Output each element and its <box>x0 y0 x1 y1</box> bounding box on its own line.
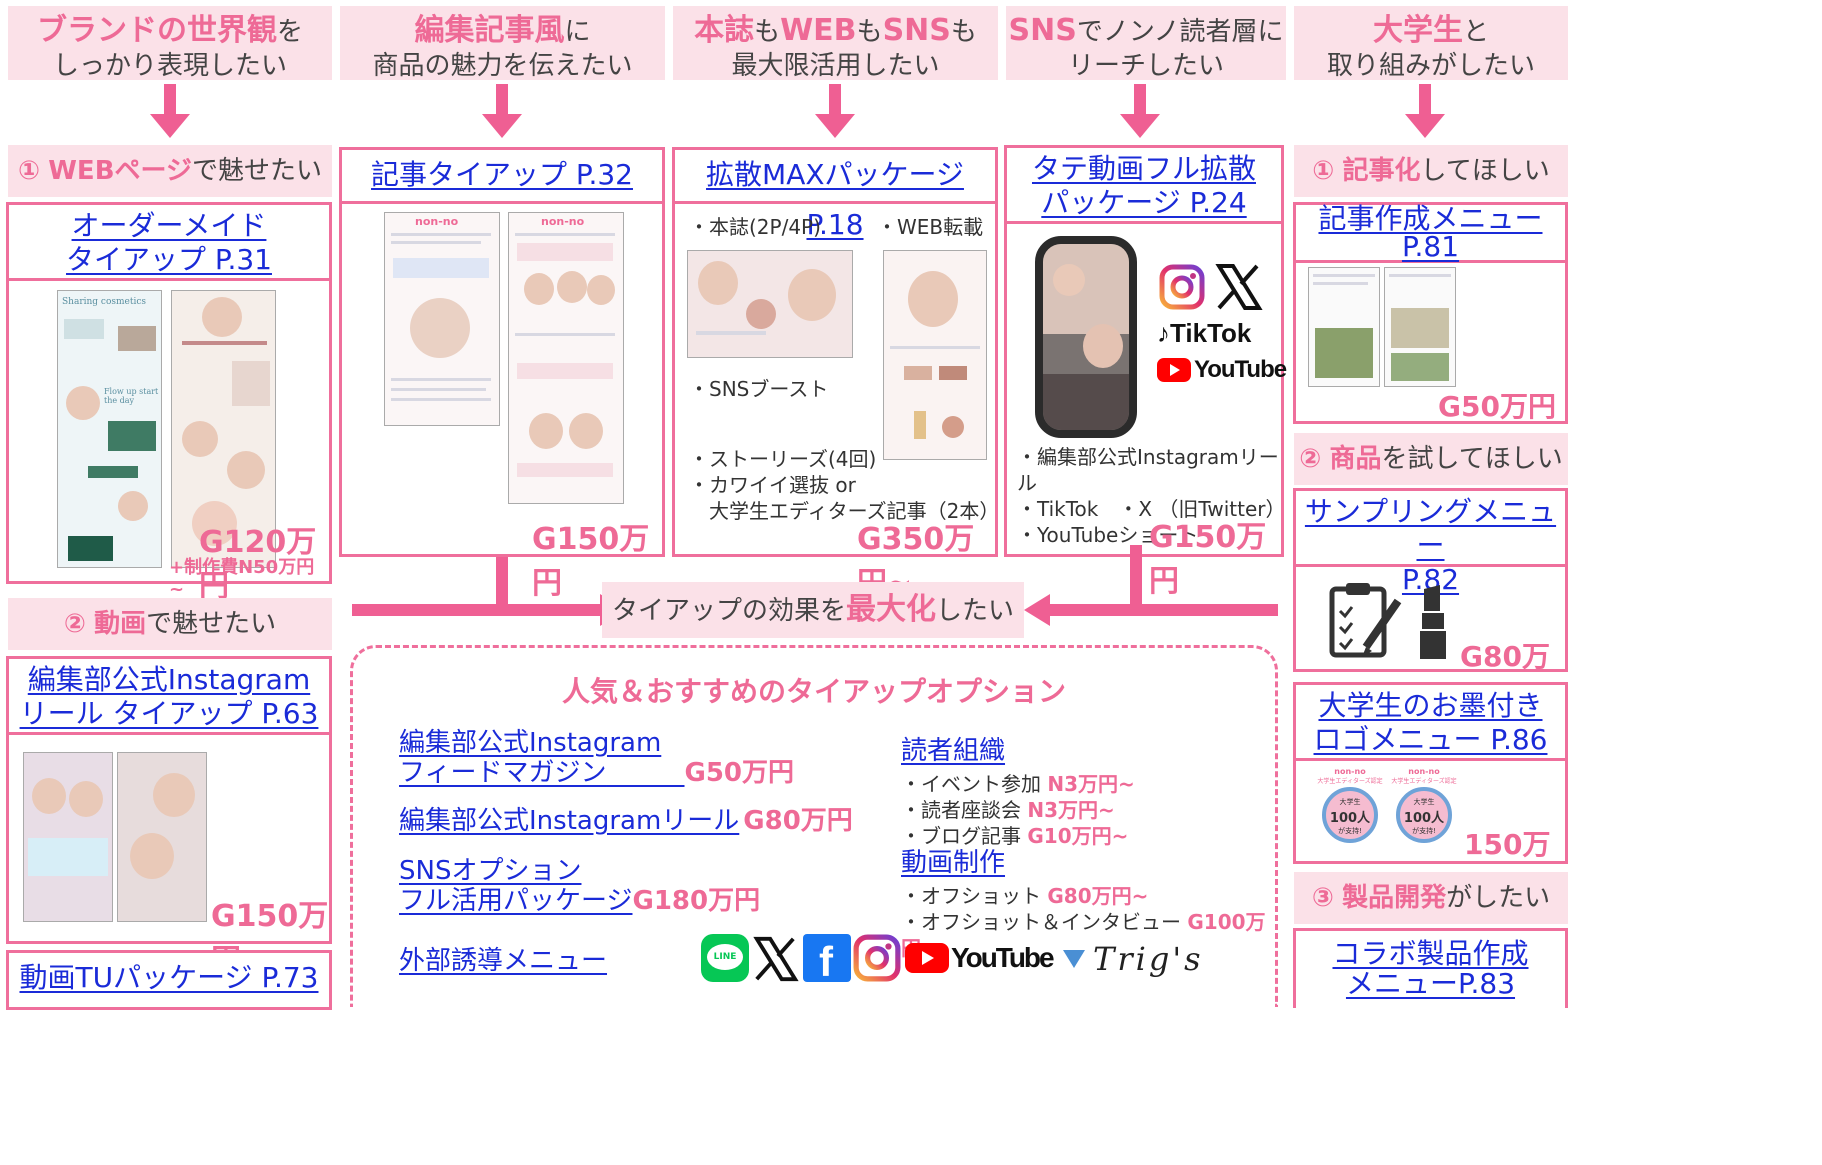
label-sns-boost: ・SNSブースト <box>689 377 829 401</box>
clipboard-checklist-icon <box>1329 583 1402 658</box>
youtube-play-icon <box>1157 358 1191 382</box>
header-print-web-sns: 本誌もWEBもSNSも 最大限活用したい <box>673 6 998 81</box>
thumbnail-print-spread <box>687 250 853 358</box>
max-spread-package-link[interactable]: 拡散MAXパッケージ P.18 <box>706 158 964 241</box>
tiktok-logo: ♪TikTok <box>1157 318 1252 348</box>
article-tieup-card: 記事タイアップ P.32 non-no non-no G150万円 <box>339 147 665 601</box>
student-logo-link[interactable]: 大学生のお墨付きロゴメニュー P.86 <box>1313 689 1548 756</box>
thumbnail-article-creation-1 <box>1308 267 1380 387</box>
option-sns-package: SNSオプションフル活用パッケージG180万円 <box>399 856 761 916</box>
youtube-logo: YouTube <box>1157 356 1287 384</box>
header-sns-reach: SNSでノンノ読者層に リーチしたい <box>1006 6 1286 81</box>
student-badge-1: non-no 大学生エディターズ認定 大学生 100人 が支持! <box>1314 767 1386 857</box>
connector-line <box>352 604 602 616</box>
ordermade-tieup-card: オーダーメイドタイアップ P.31 Sharing cosmetics Flow… <box>6 202 332 604</box>
vertical-video-list: ・編集部公式Instagramリール ・TikTok ・X （旧Twitter）… <box>1017 445 1286 547</box>
video-production-link[interactable]: 動画制作 <box>901 848 1006 878</box>
article-tieup-title: 記事タイアップ P.32 <box>342 150 662 204</box>
vertical-video-package-title: タテ動画フル拡散パッケージ P.24 <box>1007 148 1281 224</box>
x-icon <box>753 936 799 982</box>
instagram-icon <box>1159 264 1205 310</box>
label-print-magazine: ・本誌(2P/4P) <box>689 215 821 239</box>
max-spread-package-title: 拡散MAXパッケージ P.18 <box>675 150 995 241</box>
instagram-reel-link[interactable]: 編集部公式Instagramリール <box>399 806 740 836</box>
video-tu-package-card: 動画TUパッケージ P.73 <box>6 950 332 1010</box>
thumbnail-article-2: non-no <box>508 212 624 504</box>
tiktok-icon: ♪ <box>1157 318 1170 348</box>
line-icon: LINE <box>701 934 749 982</box>
youtube-play-icon <box>905 943 949 973</box>
vertical-video-package-link[interactable]: タテ動画フル拡散パッケージ P.24 <box>1031 152 1256 219</box>
connector-line <box>496 557 508 609</box>
reader-organization-link[interactable]: 読者組織 <box>901 736 1006 766</box>
article-tieup-price: G150万円 <box>532 522 650 601</box>
header-brand-worldview: ブランドの世界観を しっかり表現したい <box>8 6 332 81</box>
maximize-effect-banner: タイアップの効果を最大化したい <box>602 582 1024 638</box>
thumbnail-sharing-cosmetics: Sharing cosmetics Flow up start the day <box>57 290 162 568</box>
smartphone-reel-mockup <box>1035 236 1137 438</box>
thumbnail-skincare-routine <box>171 290 276 568</box>
youtube-logo: YouTube <box>905 942 1055 974</box>
vertical-video-price: G150万円 <box>1149 520 1267 599</box>
ordermade-tieup-link[interactable]: オーダーメイドタイアップ P.31 <box>66 209 272 276</box>
article-tieup-link[interactable]: 記事タイアップ P.32 <box>371 158 633 191</box>
header-editorial-style: 編集記事風に 商品の魅力を伝えたい <box>340 6 665 81</box>
left-arrow-head <box>1024 594 1050 626</box>
video-tu-package-link[interactable]: 動画TUパッケージ P.73 <box>19 961 319 994</box>
subheader-web-page: ① WEBページで魅せたい <box>8 145 332 197</box>
x-icon <box>1215 264 1263 310</box>
student-badge-2: non-no 大学生エディターズ認定 大学生 100人 が支持! <box>1388 767 1460 857</box>
max-spread-list: ・ストーリーズ(4回) ・カワイイ選抜 or 大学生エディターズ記事（2本） <box>689 447 1000 523</box>
option-external-traffic: 外部誘導メニュー <box>399 946 607 976</box>
vertical-video-package-card: タテ動画フル拡散パッケージ P.24 ♪TikTok YouTube ・編集部公… <box>1004 145 1287 599</box>
collab-product-link[interactable]: コラボ製品作成メニューP.83 <box>1332 937 1529 1000</box>
student-logo-card: 大学生のお墨付きロゴメニュー P.86 non-no 大学生エディターズ認定 大… <box>1293 682 1568 901</box>
connector-line <box>1048 604 1278 616</box>
trigs-triangle-icon <box>1063 950 1085 968</box>
collab-product-card: コラボ製品作成メニューP.83 <box>1293 928 1568 1008</box>
options-heading: 人気＆おすすめのタイアップオプション <box>561 675 1066 708</box>
trigs-logo: Trig's <box>1063 940 1204 978</box>
header-university-students: 大学生と 取り組みがしたい <box>1294 6 1568 81</box>
sns-package-link[interactable]: SNSオプションフル活用パッケージ <box>399 856 633 916</box>
instagram-icon <box>853 934 901 982</box>
subheader-product-development: ③ 製品開発がしたい <box>1294 872 1568 924</box>
lipstick-icon <box>1420 585 1446 659</box>
thumbnail-article-creation-2 <box>1384 267 1456 387</box>
external-traffic-link[interactable]: 外部誘導メニュー <box>399 946 608 976</box>
subheader-video: ② 動画で魅せたい <box>8 598 332 650</box>
subheader-article: ① 記事化してほしい <box>1294 145 1568 197</box>
student-logo-title: 大学生のお墨付きロゴメニュー P.86 <box>1296 685 1565 761</box>
ordermade-production-fee: +制作費N50万円~ <box>169 557 315 600</box>
option-reader-organization: 読者組織 ・イベント参加 N3万円~ ・読者座談会 N3万円~ ・ブログ記事 G… <box>901 736 1135 848</box>
max-spread-package-card: 拡散MAXパッケージ P.18 ・本誌(2P/4P) ・WEB転載 ・SNSブー… <box>672 147 1000 601</box>
ordermade-tieup-title: オーダーメイドタイアップ P.31 <box>9 205 329 281</box>
thumbnail-reel-2 <box>117 752 207 922</box>
thumbnail-web-repost <box>883 250 987 460</box>
label-web-repost: ・WEB転載 <box>877 215 984 239</box>
option-video-production: 動画制作 ・オフショット G80万円~ ・オフショット＆インタビュー G100万… <box>901 848 1266 960</box>
facebook-icon: f <box>803 934 851 985</box>
instagram-reel-tieup-card: 編集部公式Instagramリール タイアップ P.63 G150万円 <box>6 656 332 978</box>
thumbnail-article-1: non-no <box>384 212 500 426</box>
connector-line <box>1130 545 1142 609</box>
thumbnail-reel-1 <box>23 752 113 922</box>
subheader-try-product: ② 商品を試してほしい <box>1294 433 1568 485</box>
